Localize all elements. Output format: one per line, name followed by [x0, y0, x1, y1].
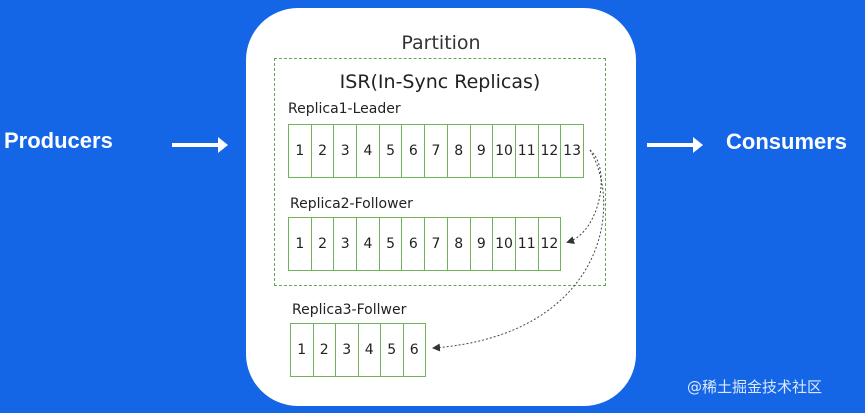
producers-label: Producers: [4, 128, 113, 153]
replication-arrow-replica3: [432, 149, 605, 352]
log-offset-cell: 6: [402, 323, 426, 377]
replica3-label: Replica3-Follwer: [292, 302, 407, 318]
replica1-label: Replica1-Leader: [288, 101, 401, 117]
log-offset-cell: 12: [537, 217, 562, 271]
log-offset-cell: 1: [290, 323, 314, 377]
log-offset-cell: 3: [335, 323, 359, 377]
replica2-label: Replica2-Follower: [290, 196, 413, 212]
consumer-arrow: [647, 137, 703, 153]
log-offset-cell: 13: [560, 124, 584, 178]
producer-arrow: [172, 137, 228, 153]
log-offset-cell: 1: [288, 124, 312, 178]
watermark-text: @稀土掘金技术社区: [687, 378, 823, 396]
partition-title: Partition: [401, 32, 481, 54]
replication-arrow-replica2: [566, 149, 602, 245]
log-offset-cell: 2: [310, 124, 335, 178]
log-offset-cell: 12: [537, 124, 562, 178]
isr-box: ISR(In-Sync Replicas): [274, 58, 606, 286]
log-offset-cell: 6: [401, 124, 426, 178]
log-offset-cell: 11: [514, 124, 539, 178]
isr-title: ISR(In-Sync Replicas): [339, 71, 541, 93]
consumers-label: Consumers: [726, 129, 848, 154]
